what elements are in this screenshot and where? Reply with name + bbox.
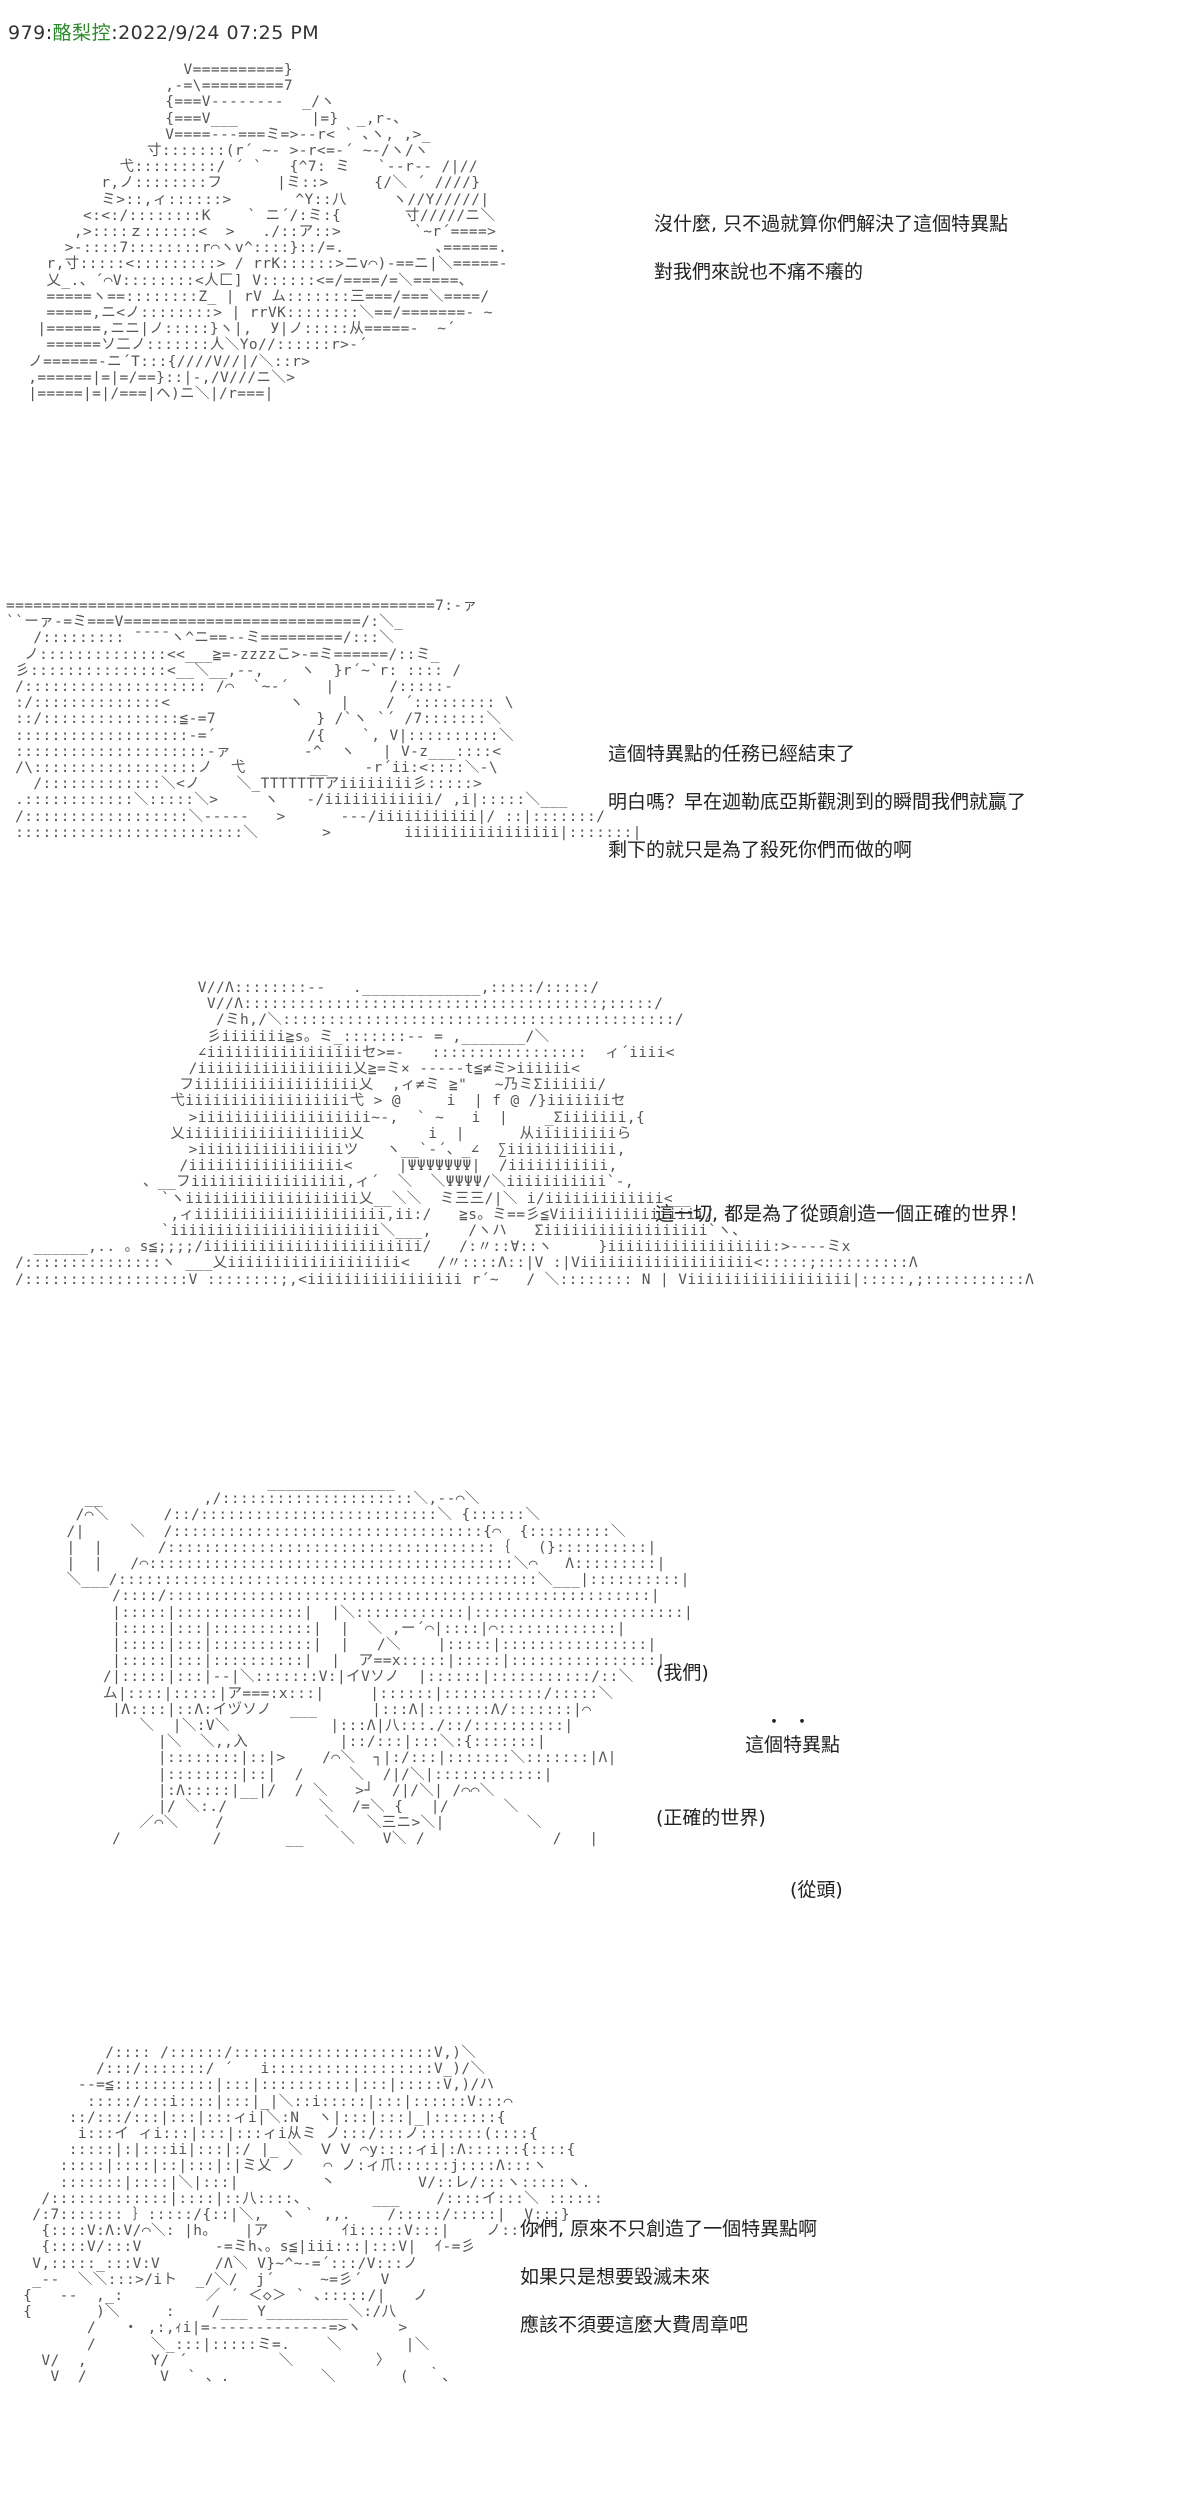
dialogue-panel-5: 你們, 原來不只創造了一個特異點啊 如果只是想要毀滅未來 應該不須要這麼大費周章… [520,2205,817,2349]
dialogue-line: 應該不須要這麼大費周章吧 [520,2314,749,2336]
dialogue-line: 對我們來說也不痛不癢的 [654,261,864,283]
dialogue-line: 沒什麼, 只不過就算你們解決了這個特異點 [654,213,1009,235]
ascii-art-panel-3: V//Λ::::::::-- ._____________,:::::/::::… [15,980,1035,1288]
note-we: (我們) [656,1662,709,1684]
ascii-art-panel-1: V==========} ,-=\=========7 {===V-------… [28,62,508,403]
post-header: 979:酪梨控:2022/9/24 07:25 PM [8,18,319,45]
dialogue-line: 這個特異點的任務已經結束了 [608,743,856,765]
dialogue-line: 你們, 原來不只創造了一個特異點啊 [520,2218,818,2240]
dialogue-panel-2: 這個特異點的任務已經結束了 明白嗎？早在迦勒底亞斯觀測到的瞬間我們就贏了 剩下的… [608,730,1026,874]
note-correct-world: (正確的世界) [656,1807,766,1829]
post-separator: : [45,22,53,44]
ascii-art-panel-4: ______________ __ ,/::::::::::::::::::::… [66,1475,694,1848]
dialogue-panel-3: 這一切, 都是為了從頭創造一個正確的世界！ [655,1190,1028,1238]
dialogue-panel-1: 沒什麼, 只不過就算你們解決了這個特異點 對我們來說也不痛不癢的 [654,200,1008,296]
post-datetime: 2022/9/24 07:25 PM [118,22,320,44]
dialogue-line: 明白嗎？早在迦勒底亞斯觀測到的瞬間我們就贏了 [608,791,1027,813]
dialogue-line: 剩下的就只是為了殺死你們而做的啊 [608,839,913,861]
post-number: 979 [8,22,46,44]
emphasis-dots: ・・ [765,1712,821,1733]
dialogue-line: 如果只是想要毀滅未來 [520,2266,711,2288]
ascii-art-panel-2: ========================================… [6,598,642,841]
note-from-scratch: (從頭) [790,1879,843,1901]
note-this-singularity: 這個特異點 [745,1734,841,1756]
post-author: 酪梨控 [52,22,112,44]
post-separator-2: : [111,22,119,44]
ascii-art-panel-5: /:::: /::::::/::::::::::::::::::::::V,)＼… [23,2045,604,2386]
dialogue-line: 這一切, 都是為了從頭創造一個正確的世界！ [655,1203,1029,1225]
